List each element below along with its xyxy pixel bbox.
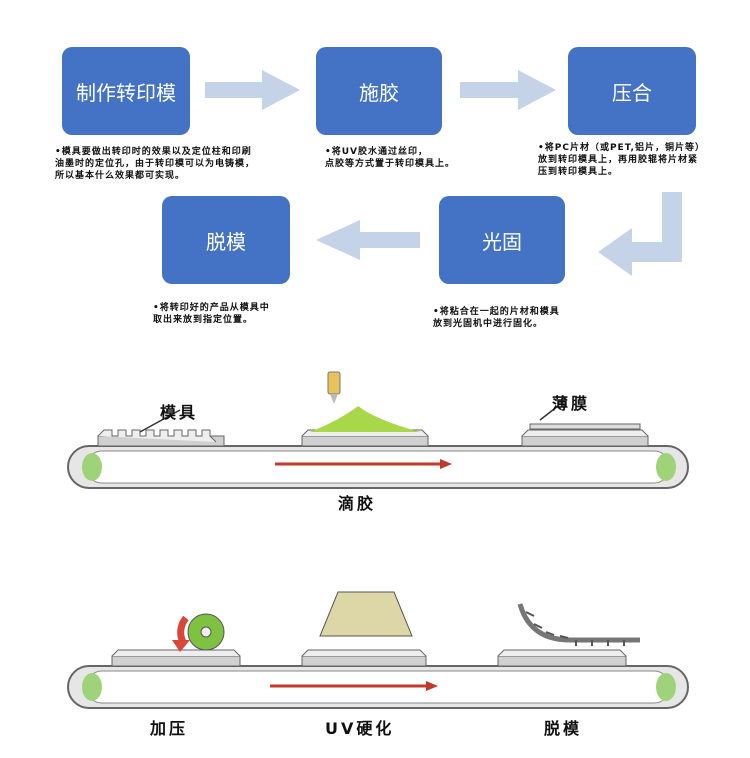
- label-uv: UV硬化: [325, 719, 395, 738]
- note-press: •将PC片材（或PET,铝片，铜片等） 放到转印模具上，再用胶辊将片材紧 压到转…: [538, 143, 705, 177]
- step-cure: 光固: [439, 196, 565, 284]
- note-demold: •将转印好的产品从模具中 取出来放到指定位置。: [153, 303, 270, 325]
- arrow-right-1: [205, 70, 300, 110]
- label-film: 薄膜: [552, 394, 591, 413]
- step-demold: 脱模: [162, 196, 290, 284]
- label-mold: 模具: [160, 403, 199, 422]
- mold-1: [97, 409, 225, 447]
- mold-2-with-glue: [301, 371, 429, 447]
- step-press: 压合: [568, 47, 696, 135]
- press-roller: [111, 613, 241, 667]
- flow-arrows: [205, 70, 682, 276]
- belt-bottom: [67, 665, 689, 709]
- uv-lamp: [301, 591, 427, 667]
- arrow-right-2: [460, 70, 556, 110]
- note-make-mold: •模具要做出转印时的效果以及定位柱和印刷 油墨时的定位孔，由于转印模可以为电铸模…: [55, 147, 256, 181]
- arrow-elbow: [598, 192, 682, 276]
- mold-3-with-film: [521, 405, 649, 447]
- label-press: 加压: [150, 719, 189, 738]
- step-make-mold: 制作转印模: [62, 47, 190, 135]
- arrow-left: [316, 220, 420, 260]
- belt-top: [67, 445, 689, 489]
- demold-film: [497, 603, 640, 667]
- note-cure: •将粘合在一起的片材和模具 放到光固机中进行固化。: [433, 307, 560, 329]
- note-glue: •将UV胶水通过丝印， 点胶等方式置于转印模具上。: [325, 147, 456, 169]
- label-demold: 脱模: [544, 719, 583, 738]
- step-glue: 施胶: [316, 47, 442, 135]
- label-glue: 滴胶: [338, 494, 377, 513]
